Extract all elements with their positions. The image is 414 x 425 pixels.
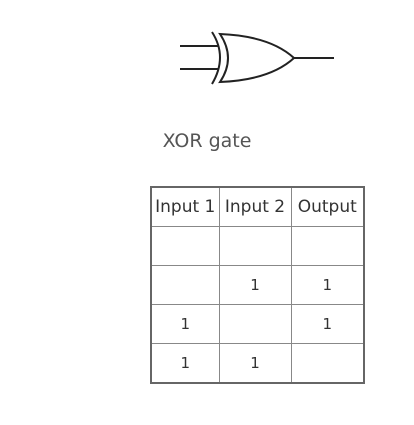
table-cell: 1 — [290, 265, 365, 305]
table-cell: 1 — [150, 343, 220, 384]
table-cell — [150, 226, 220, 266]
table-row: 1 1 — [150, 304, 365, 344]
table-row: 1 1 — [150, 265, 365, 305]
xor-input-curve — [211, 31, 221, 85]
truth-table: Input 1 Input 2 Output 1 1 1 1 1 1 — [150, 186, 365, 384]
table-cell — [218, 304, 292, 344]
table-cell — [150, 265, 220, 305]
table-row: 1 1 — [150, 343, 365, 384]
table-cell — [290, 343, 365, 384]
header-output: Output — [290, 186, 365, 227]
gate-caption: XOR gate — [162, 130, 252, 152]
table-cell: 1 — [218, 265, 292, 305]
xor-gate-icon — [180, 31, 334, 85]
header-input-1: Input 1 — [150, 186, 220, 227]
table-header-row: Input 1 Input 2 Output — [150, 186, 365, 227]
header-input-2: Input 2 — [218, 186, 292, 227]
table-row — [150, 226, 365, 266]
table-cell — [290, 226, 365, 266]
table-cell: 1 — [218, 343, 292, 384]
table-cell — [218, 226, 292, 266]
table-cell: 1 — [290, 304, 365, 344]
gate-body — [218, 32, 296, 84]
table-cell: 1 — [150, 304, 220, 344]
